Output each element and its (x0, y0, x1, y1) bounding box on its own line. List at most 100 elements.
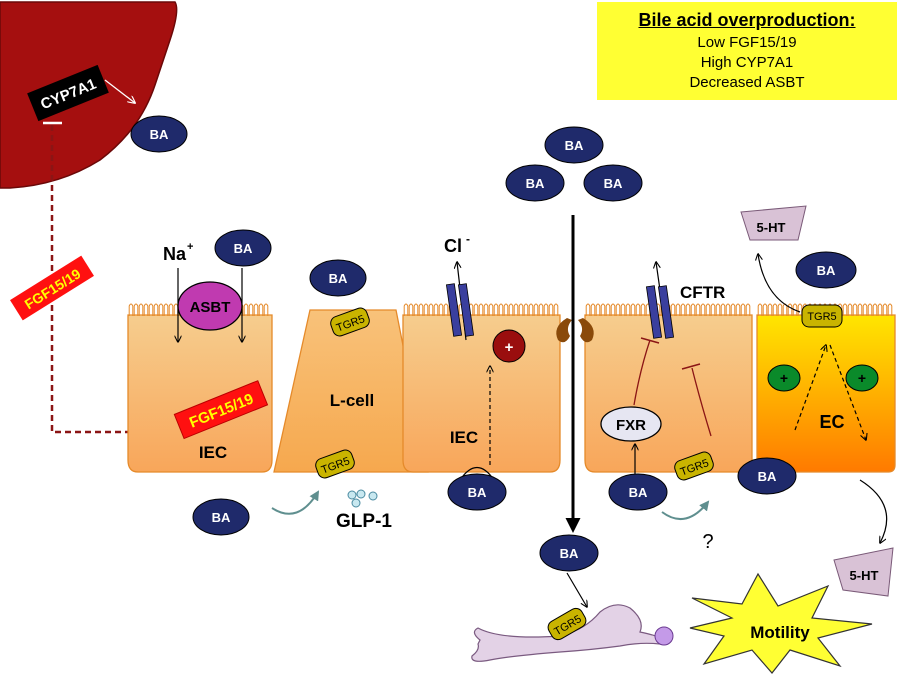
microvillus (403, 303, 409, 316)
microvillus (877, 303, 883, 316)
tgr5-inhibition-line (691, 367, 712, 437)
microvillus (133, 303, 139, 316)
cftr-channel (645, 285, 675, 339)
tgr5-receptor: TGR5 (801, 304, 843, 328)
microvillus (857, 303, 863, 316)
svg-text:+: + (858, 370, 866, 386)
tgr5-receptor: TGR5 (547, 607, 587, 641)
fxr-box: FXR (600, 406, 662, 442)
microvillus (253, 303, 259, 316)
ba-to-neuron-arrow (566, 572, 587, 607)
microvillus (258, 303, 264, 316)
microvillus (787, 303, 793, 316)
svg-text:BA: BA (150, 127, 169, 142)
svg-text:TGR5: TGR5 (807, 311, 836, 323)
svg-text:BA: BA (526, 176, 545, 191)
microvillus (635, 303, 641, 316)
activation-plus: + (492, 329, 526, 363)
tgr5-receptor: TGR5 (315, 449, 355, 479)
microvillus (725, 303, 731, 316)
ba-oval: BA (214, 229, 272, 267)
glp1-label: GLP-1 (336, 511, 392, 532)
microvillus (408, 303, 414, 316)
svg-text:+: + (505, 339, 514, 356)
microvillus (772, 303, 778, 316)
asbt-transporter: ASBT (177, 281, 243, 331)
svg-text:BA: BA (560, 546, 579, 561)
tgr5-receptor: TGR5 (330, 307, 370, 337)
microvillus (433, 303, 439, 316)
microvillus (528, 303, 534, 316)
ba-oval: BA (309, 259, 367, 297)
microvillus (792, 303, 798, 316)
ec-to-5ht-top-arrow (758, 254, 801, 313)
microvillus (887, 303, 893, 316)
cl-charge: - (466, 232, 470, 246)
fxr-inhibition-line (633, 339, 651, 406)
cl-channel (445, 283, 475, 337)
microvillus (695, 303, 701, 316)
microvillus (163, 303, 169, 316)
microvillus (423, 303, 429, 316)
microvillus (670, 303, 676, 316)
ba-oval: BA (539, 534, 599, 572)
iec-cell-3 (584, 314, 753, 473)
ec-plus-right: + (845, 364, 879, 392)
microvillus (533, 303, 539, 316)
tgr5-inhibition-bar (681, 363, 701, 370)
microvillus (640, 303, 646, 316)
microvillus (710, 303, 716, 316)
ba-tgr5-curved-arrow-2 (661, 500, 710, 521)
cftr-label: CFTR (680, 283, 725, 302)
ec-dashed-arrow-down (829, 344, 866, 440)
microvillus (128, 303, 134, 316)
microvillus (443, 303, 449, 316)
ba-oval: BA (544, 126, 604, 164)
ba-oval: BA (130, 115, 188, 153)
svg-text:FXR: FXR (616, 417, 646, 434)
microvillus (872, 303, 878, 316)
question-mark: ? (702, 531, 713, 553)
microvillus (705, 303, 711, 316)
microvillus (745, 303, 751, 316)
ec-dashed-arrow-up (794, 345, 826, 431)
iec-cell-2 (402, 314, 561, 473)
microvillus (767, 303, 773, 316)
svg-text:BA: BA (565, 138, 584, 153)
microvillus (513, 303, 519, 316)
microvillus (173, 303, 179, 316)
ba-tgr5-curved-arrow (271, 490, 320, 515)
svg-text:BA: BA (468, 485, 487, 500)
microvillus (473, 303, 479, 316)
svg-text:BA: BA (234, 241, 253, 256)
microvillus (630, 303, 636, 316)
serotonin-tag-top: 5-HT (740, 205, 807, 241)
info-box-title: Bile acid overproduction: (638, 10, 856, 30)
microvillus (777, 303, 783, 316)
microvillus (548, 303, 554, 316)
info-box-line-fgf: Low FGF15/19 (697, 34, 797, 51)
fgf-inhibition-line (50, 125, 190, 434)
microvillus (590, 303, 596, 316)
ba-oval: BA (447, 466, 507, 511)
microvillus (538, 303, 544, 316)
ba-oval: BA (737, 457, 797, 495)
microvillus (615, 303, 621, 316)
svg-text:BA: BA (212, 510, 231, 525)
motility-label: Motility (750, 623, 810, 642)
asbt-label: ASBT (190, 299, 231, 316)
microvillus (418, 303, 424, 316)
svg-text:BA: BA (329, 271, 348, 286)
fxr-inhibition-bar (640, 337, 660, 344)
ba-oval: BA (795, 251, 857, 289)
microvillus (600, 303, 606, 316)
microvillus (715, 303, 721, 316)
ec-to-5ht-bottom-arrow (859, 479, 888, 543)
ba-oval: BA (608, 473, 668, 511)
microvillus (585, 303, 591, 316)
microvillus (148, 303, 154, 316)
ec-cell (756, 314, 896, 473)
neurotransmitter-vesicle (654, 626, 674, 646)
microvillus (503, 303, 509, 316)
l-cell-label: L-cell (330, 391, 374, 410)
